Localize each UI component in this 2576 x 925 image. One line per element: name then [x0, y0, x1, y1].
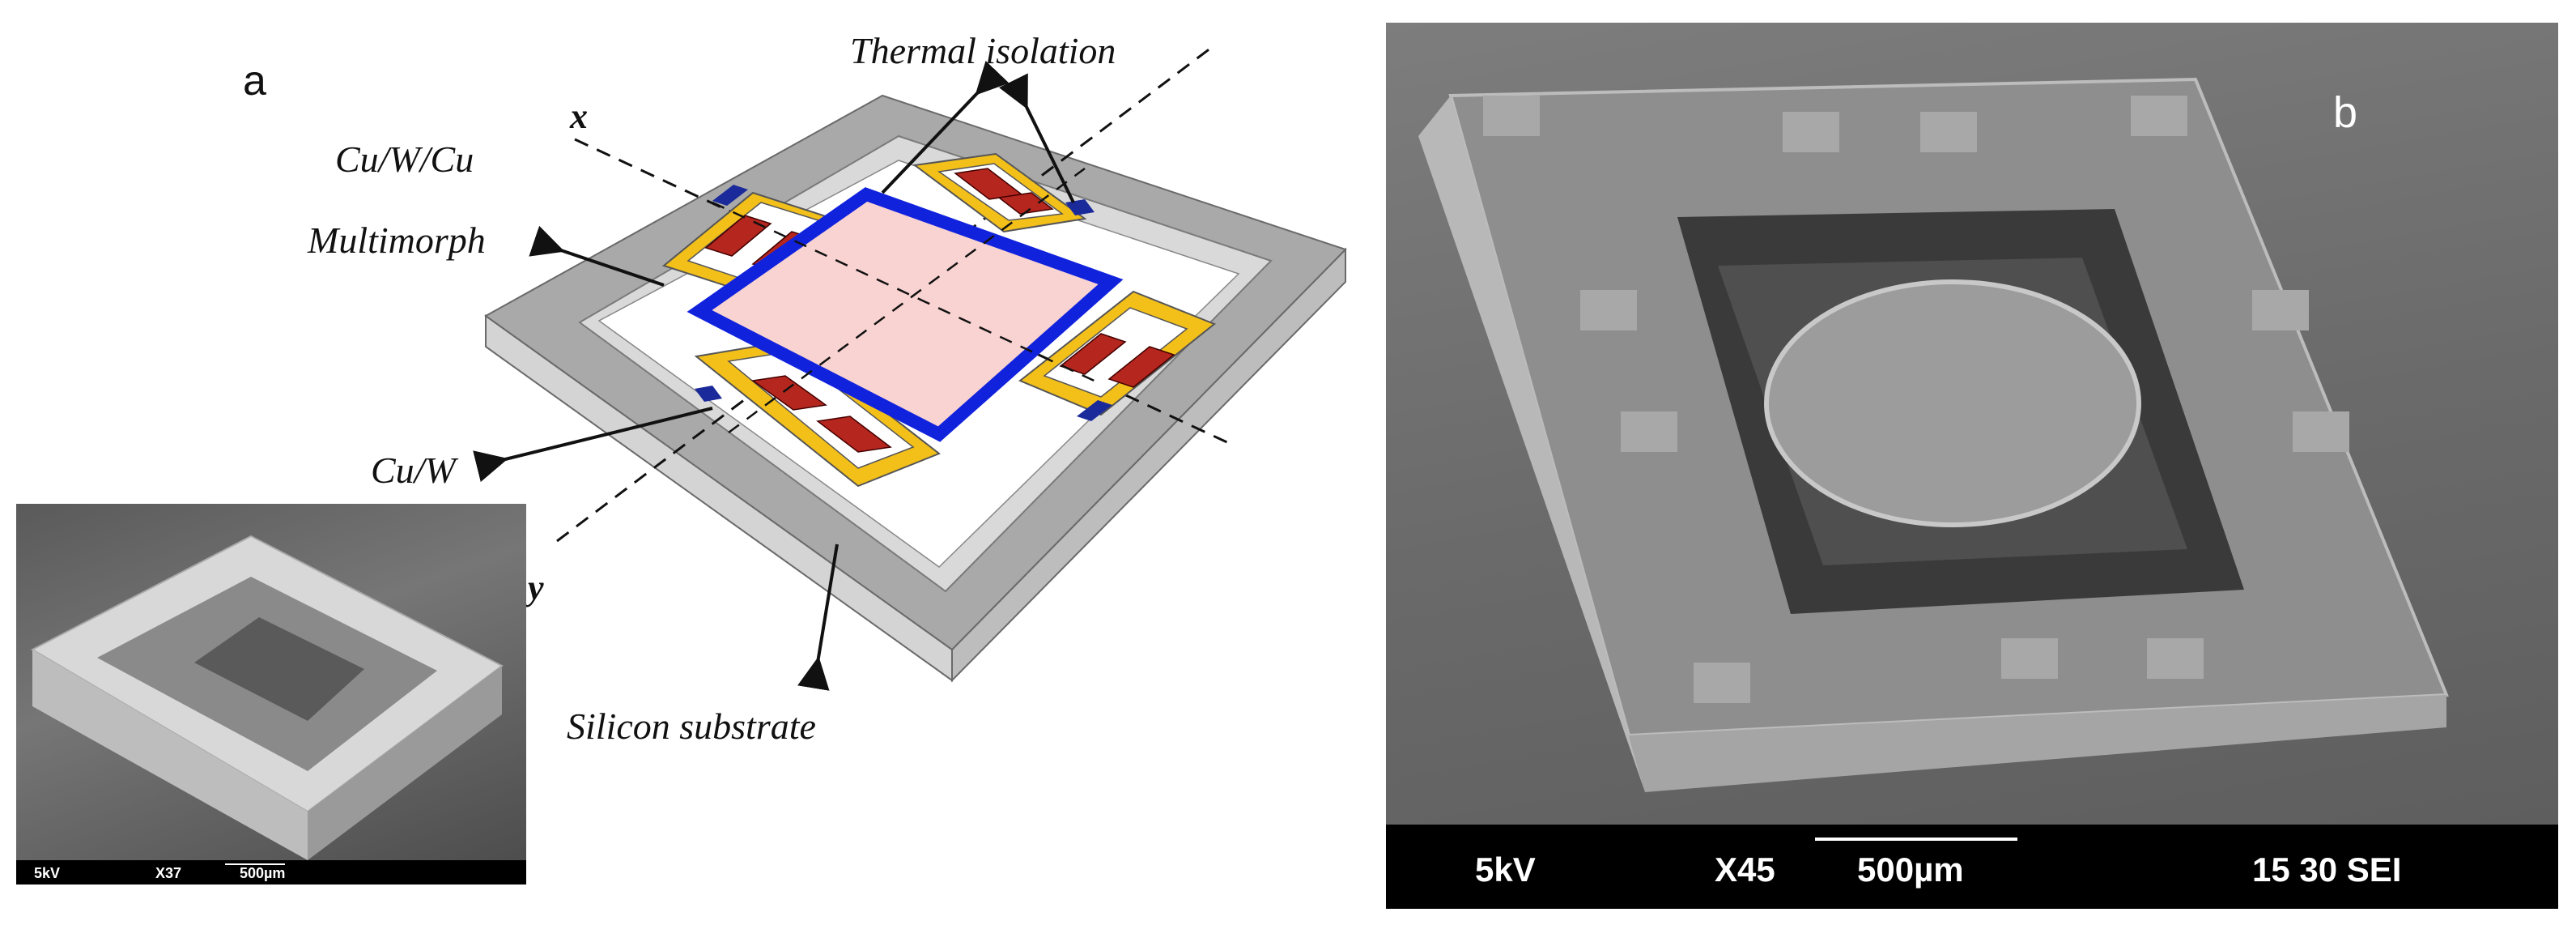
inset-device-shape [30, 535, 504, 860]
panel-b-sem-voltage: 5kV [1475, 850, 1536, 889]
callout-silicon-substrate: Silicon substrate [567, 705, 816, 747]
panel-b-sem-info: 15 30 SEI [2252, 850, 2402, 889]
arrow-silicon-substrate [797, 543, 839, 691]
y-axis-line [556, 44, 1215, 543]
inset-sem-magnification: X37 [155, 865, 182, 881]
arrow-thermal-isolation-1 [881, 61, 1010, 194]
panel-b-sem-magnification: X45 [1715, 850, 1775, 889]
arrow-thermal-isolation-2 [998, 73, 1075, 203]
inset-sem-scalebar [225, 863, 285, 865]
panel-b-sem-scale: 500µm [1857, 850, 1964, 889]
inset-sem-scale: 500µm [240, 865, 286, 881]
callout-thermal-isolation: Thermal isolation [850, 30, 1116, 71]
arrow-cu-w [473, 407, 713, 483]
panel-b-sem-image: b 5kV X45 500µm 15 30 SEI [1386, 23, 2558, 909]
inset-sem-info-bar: 5kV X37 500µm [16, 860, 526, 885]
callout-cu-w-cu: Cu/W/Cu [335, 139, 474, 180]
inset-sem-image: 5kV X37 500µm [16, 504, 526, 885]
multimorph-top-right [912, 152, 1095, 233]
multimorph-bottom-left [694, 339, 941, 488]
arrow-multimorph [529, 225, 665, 287]
inset-sem-voltage: 5kV [34, 865, 61, 881]
mirror-plate [687, 187, 1124, 442]
panel-b-sem-info-bar: 5kV X45 500µm 15 30 SEI [1386, 825, 2558, 909]
axis-label-x: x [570, 96, 588, 136]
panel-b-label: b [2333, 88, 2358, 137]
multimorph-bottom-right [1018, 290, 1216, 421]
panel-b-sem-scalebar [1815, 838, 2017, 841]
callout-cu-w: Cu/W [371, 450, 456, 491]
panel-a-label: a [243, 58, 266, 104]
callout-multimorph: Multimorph [308, 220, 486, 261]
panel-b-device-shape [1418, 77, 2449, 792]
axis-label-y: y [528, 568, 544, 607]
